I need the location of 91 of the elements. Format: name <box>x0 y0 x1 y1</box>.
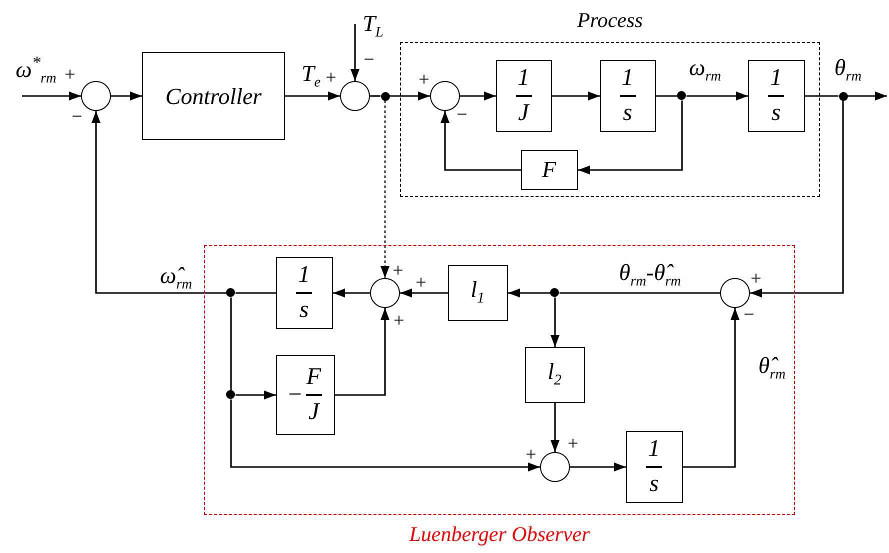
sum-sign: − <box>72 108 82 126</box>
sum-sign: − <box>364 50 374 70</box>
junction-dot <box>226 288 235 297</box>
block-text: s <box>299 298 309 322</box>
block-text: 1 <box>648 437 660 461</box>
signal-arrow <box>335 308 390 396</box>
block-text: 1 <box>518 66 530 90</box>
signal-arrow <box>285 92 340 100</box>
subsystem-title: Process <box>577 8 643 33</box>
sum-sign: + <box>394 312 404 330</box>
signal-arrow <box>92 111 226 294</box>
summing-junction <box>81 81 111 111</box>
signal-arrow <box>552 92 600 100</box>
junction-dot <box>677 91 686 100</box>
summing-junction <box>340 81 370 111</box>
signal-arrow <box>230 400 540 472</box>
sum-sign: + <box>526 446 536 464</box>
signal-label: T$_{e}$ <box>301 62 321 90</box>
signal-arrow <box>400 288 448 298</box>
signal-arrow <box>390 92 430 100</box>
junction-dot <box>226 390 235 399</box>
transfer-block <box>496 60 552 132</box>
signal-arrow <box>350 24 360 81</box>
signal-arrow <box>550 403 560 452</box>
signal-arrow <box>236 390 276 400</box>
signal-line <box>236 292 276 294</box>
sum-sign: − <box>456 106 468 124</box>
signal-arrow <box>848 92 887 100</box>
sum-sign: + <box>418 70 430 90</box>
signal-arrow <box>683 308 740 468</box>
block-text: 1 <box>622 66 634 90</box>
transfer-block <box>748 60 804 132</box>
sum-sign: − <box>744 306 754 324</box>
signal-arrow <box>380 100 390 278</box>
signal-arrow <box>578 100 683 174</box>
block-text: J <box>518 101 529 125</box>
signal-arrow <box>333 288 370 298</box>
signal-arrow <box>686 92 748 100</box>
subsystem-title: Luenberger Observer <box>409 522 590 547</box>
block-text: F <box>306 365 322 389</box>
transfer-block <box>276 256 332 328</box>
block-text: Controller <box>165 84 262 108</box>
signal-label: θ$_{rm}$-θ̂$_{rm}$ <box>619 261 681 289</box>
signal-arrow <box>550 298 560 347</box>
sum-sign: + <box>568 434 578 454</box>
transfer-block <box>626 430 682 502</box>
transfer-block <box>276 354 334 434</box>
transfer-block <box>142 52 285 140</box>
block-text: l$_{1}$ <box>470 278 484 307</box>
block-text: s <box>771 101 781 125</box>
block-text: 1 <box>770 66 782 90</box>
block-text: J <box>308 400 320 424</box>
block-text: s <box>622 101 632 125</box>
transfer-block <box>524 346 584 402</box>
transfer-block <box>448 264 508 320</box>
summing-junction <box>720 278 750 308</box>
signal-arrow <box>460 92 496 100</box>
junction-dot <box>380 92 390 100</box>
signal-line <box>805 95 838 97</box>
summing-junction <box>370 278 400 308</box>
sum-sign: + <box>392 262 404 280</box>
sum-sign: + <box>64 66 76 84</box>
signal-line <box>370 95 380 97</box>
transfer-block <box>600 60 656 132</box>
signal-arrow <box>440 111 521 171</box>
block-text: 1 <box>298 263 310 287</box>
signal-line <box>656 95 678 97</box>
signal-label: ω$_{rm}$ <box>688 56 722 84</box>
junction-dot <box>838 92 848 100</box>
block-text: F <box>542 158 556 181</box>
signal-arrow <box>111 92 142 100</box>
junction-dot <box>550 288 559 297</box>
block-text: − <box>288 382 302 406</box>
sum-sign: + <box>416 274 426 292</box>
signal-arrow <box>570 462 626 472</box>
signal-line <box>230 298 232 390</box>
signal-label: θ̂$_{rm}$ <box>758 354 786 382</box>
summing-junction <box>540 452 570 482</box>
signal-arrow <box>750 100 844 298</box>
signal-label: ω̂$_{rm}$ <box>160 264 192 292</box>
summing-junction <box>430 80 460 110</box>
block-text: l$_{2}$ <box>548 360 562 389</box>
sum-sign: + <box>750 270 762 288</box>
sum-sign: + <box>326 68 336 88</box>
signal-arrow <box>508 288 550 298</box>
signal-line <box>560 292 720 294</box>
block-text: s <box>649 472 659 496</box>
signal-label: θ$_{rm}$ <box>834 56 862 84</box>
transfer-block <box>520 150 578 190</box>
signal-arrow <box>22 92 81 100</box>
signal-label: T$_{L}$ <box>362 12 384 40</box>
